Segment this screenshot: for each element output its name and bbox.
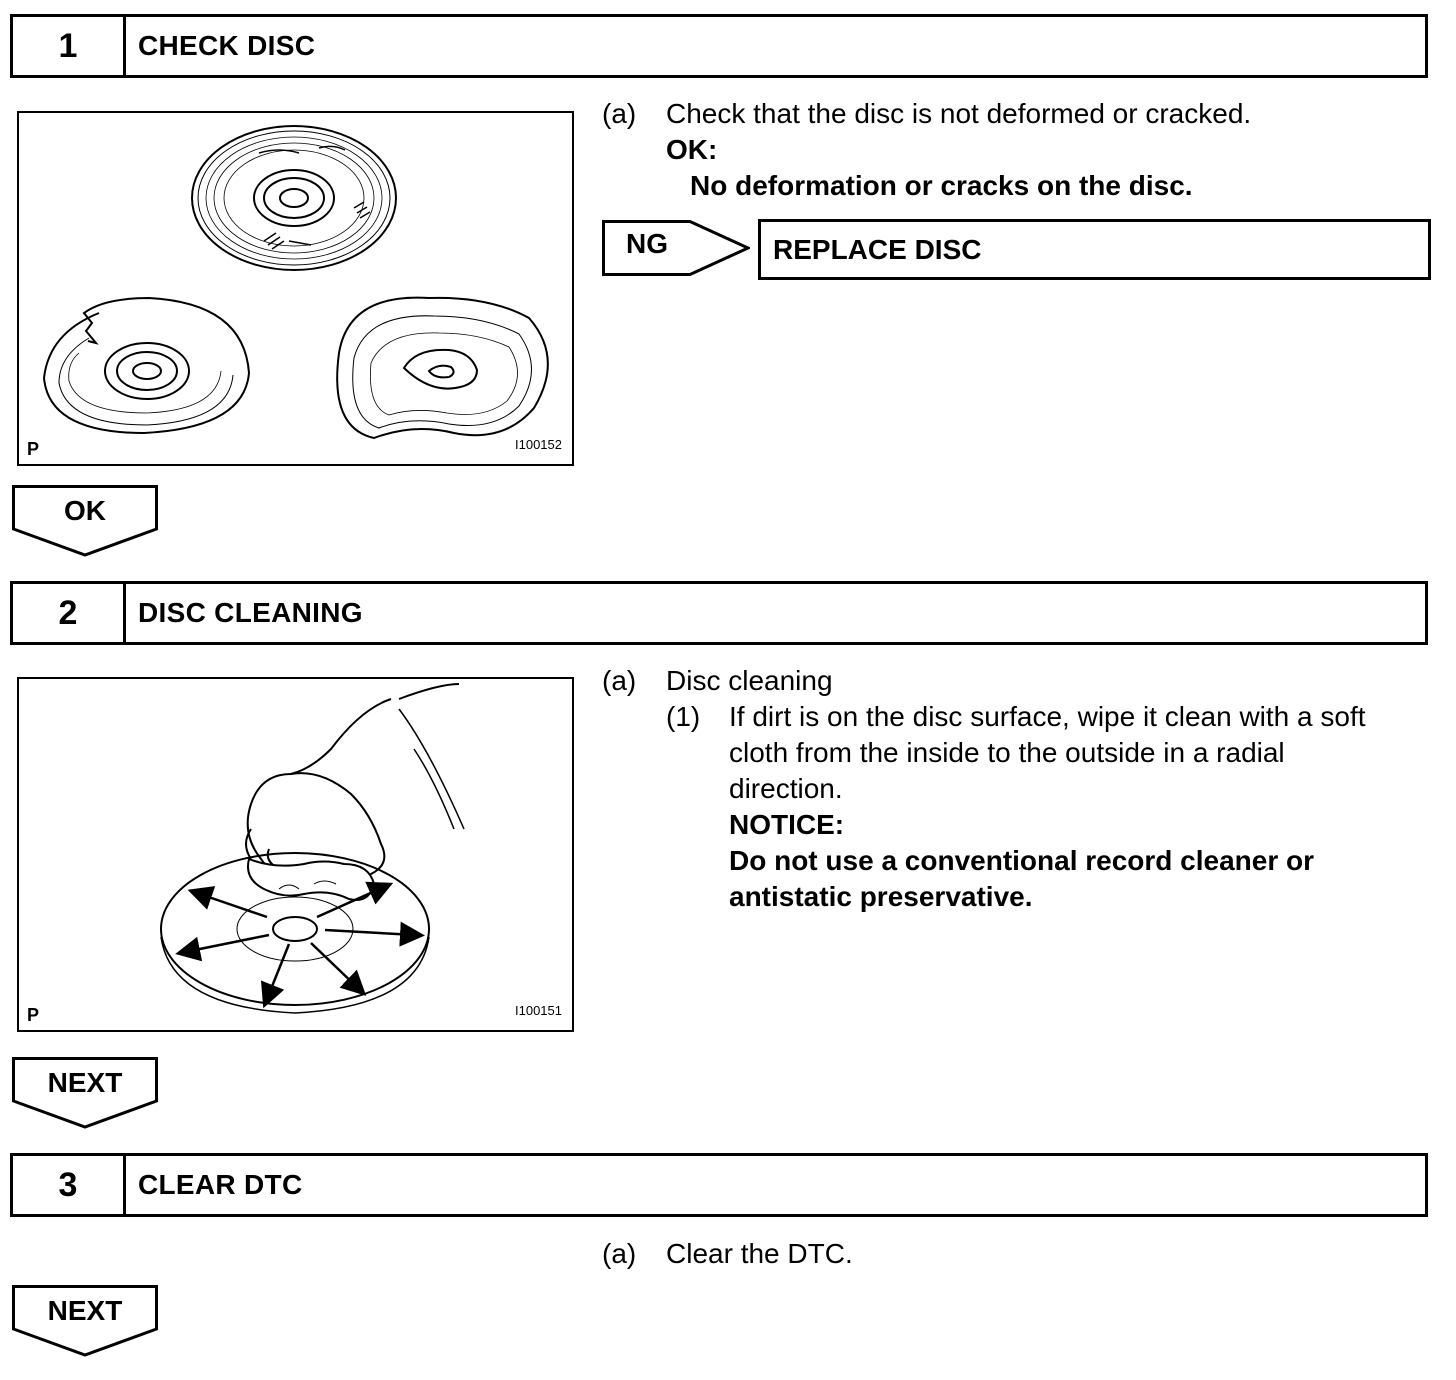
next-flow-button[interactable]: NEXT (12, 1285, 158, 1357)
notice-heading: NOTICE: (729, 809, 845, 840)
item-text: Disc cleaning (666, 665, 833, 696)
item-label: (a) (602, 98, 637, 129)
step-title: DISC CLEANING (138, 597, 363, 628)
down-arrow-shape (12, 1285, 158, 1357)
ok-heading: OK: (666, 134, 718, 165)
ng-arrow-tag: NG (602, 220, 750, 276)
step-title: CLEAR DTC (138, 1169, 303, 1200)
ok-flow-label: OK (64, 495, 106, 526)
down-arrow-shape (12, 485, 158, 557)
ng-arrow-shape (602, 220, 750, 276)
figure-corner-label: P (27, 1005, 40, 1025)
sub-item-line: direction. (729, 773, 843, 804)
item-label: (a) (602, 1238, 637, 1269)
ok-criteria: No deformation or cracks on the disc. (690, 170, 1193, 201)
notice-line: antistatic preservative. (729, 881, 1033, 912)
figure-id: I100151 (515, 1003, 562, 1018)
sub-item-line: cloth from the inside to the outside in … (729, 737, 1285, 768)
ng-label: NG (626, 228, 668, 259)
next-flow-label: NEXT (47, 1295, 123, 1326)
figure-id: I100152 (515, 437, 562, 452)
step-number: 2 (13, 584, 126, 642)
next-flow-label: NEXT (47, 1067, 123, 1098)
ok-flow-button[interactable]: OK (12, 485, 158, 557)
notice-line: Do not use a conventional record cleaner… (729, 845, 1315, 876)
down-arrow-shape (12, 1057, 158, 1129)
damaged-disc-illustration: P I100152 (17, 111, 574, 466)
item-text: Clear the DTC. (666, 1238, 853, 1269)
sub-item-label: (1) (666, 701, 701, 732)
step-number: 1 (13, 17, 126, 75)
disc-cleaning-illustration: P I100151 (17, 677, 574, 1032)
disc-drawings (42, 125, 549, 440)
step-1-header: 1 CHECK DISC (10, 14, 1428, 78)
item-text: Check that the disc is not deformed or c… (666, 98, 1252, 129)
next-flow-button[interactable]: NEXT (12, 1057, 158, 1129)
step-title: CHECK DISC (138, 30, 316, 61)
ng-action-box: REPLACE DISC (758, 219, 1431, 280)
figure-corner-label: P (27, 439, 40, 459)
cleaning-drawing (160, 683, 465, 1014)
item-label: (a) (602, 665, 637, 696)
sub-item-line: If dirt is on the disc surface, wipe it … (729, 701, 1366, 732)
step-2-header: 2 DISC CLEANING (10, 581, 1428, 645)
step-3-header: 3 CLEAR DTC (10, 1153, 1428, 1217)
step-number: 3 (13, 1156, 126, 1214)
